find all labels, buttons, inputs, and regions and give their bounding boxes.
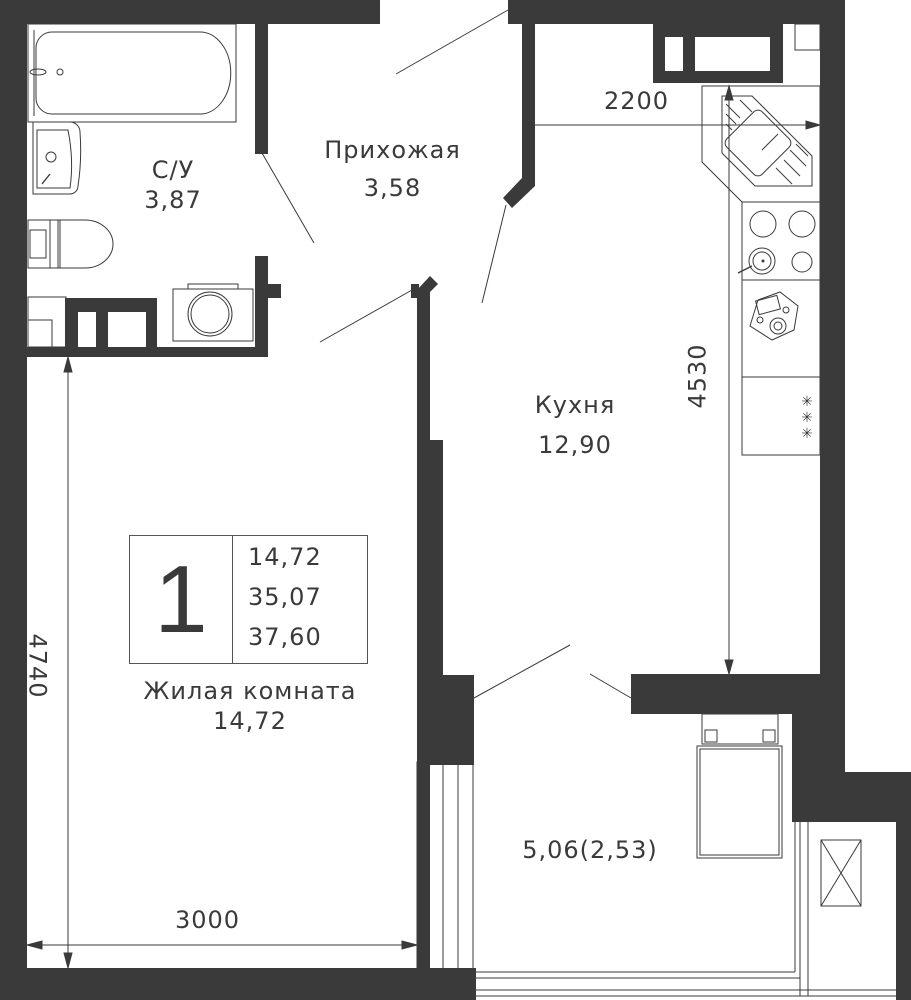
- dimension-lines: [25, 84, 822, 970]
- room-name: Жилая комната: [143, 677, 357, 705]
- cooktop-icon: [749, 291, 799, 341]
- room-kitchen-label: Кухня 12,90: [500, 390, 650, 460]
- living-area: 14,72: [248, 543, 322, 571]
- sink-icon: [32, 121, 82, 195]
- door-swings: [261, 9, 632, 699]
- stove-icon: [737, 210, 816, 275]
- storage-cabinet: [27, 296, 67, 348]
- summary-values: 14,72 35,07 37,60: [248, 542, 322, 652]
- fridge-icon: ✳ ✳ ✳: [801, 394, 813, 442]
- svg-text:✳: ✳: [801, 410, 813, 426]
- room-hallway-label: Прихожая 3,58: [290, 135, 495, 203]
- room-bathroom-label: С/У 3,87: [118, 155, 228, 215]
- ventilation-shaft-icon: [820, 839, 862, 907]
- svg-text:✳: ✳: [801, 394, 813, 410]
- room-name: Кухня: [534, 391, 616, 419]
- room-area: 3,58: [363, 174, 422, 202]
- room-area: 5,06(2,53): [522, 836, 658, 864]
- room-balcony-label: 5,06(2,53): [490, 835, 690, 865]
- dimension-kitchen-width: 2200: [604, 87, 670, 115]
- total-area: 35,07: [248, 583, 322, 611]
- room-area: 12,90: [538, 431, 612, 459]
- washing-machine-icon: [172, 283, 254, 342]
- svg-text:✳: ✳: [801, 426, 813, 442]
- bathtub-icon: [27, 23, 237, 123]
- kitchen-sink-icon: [721, 95, 813, 187]
- apartment-summary: 1 14,72 35,07 37,60: [129, 535, 368, 664]
- rooms-count: 1: [130, 536, 233, 663]
- balcony-glazing: [474, 714, 906, 997]
- toilet-icon: [27, 219, 114, 269]
- dimension-room-width: 3000: [175, 906, 241, 934]
- room-living-label: Жилая комната 14,72: [95, 676, 405, 736]
- dimension-room-length: 4740: [23, 633, 52, 699]
- room-name: Прихожая: [324, 136, 461, 164]
- dimension-kitchen-length: 4530: [683, 343, 712, 409]
- radiator-icon: [701, 713, 779, 745]
- total-area-with-balcony: 37,60: [248, 623, 322, 651]
- balcony-cabinet: [696, 745, 783, 859]
- room-area: 14,72: [213, 707, 287, 735]
- kitchen-counter: [701, 85, 821, 456]
- window-icon: [416, 761, 474, 971]
- room-name: С/У: [151, 156, 195, 184]
- room-area: 3,87: [144, 186, 202, 214]
